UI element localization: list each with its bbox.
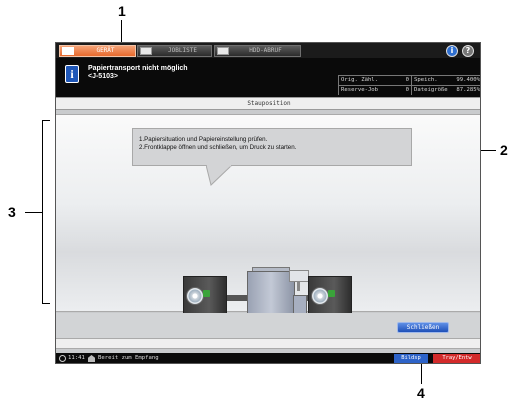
jam-indicator-right-icon — [328, 290, 335, 297]
callout-3-line — [25, 212, 42, 213]
device-icon — [62, 47, 74, 55]
hdd-icon — [217, 47, 229, 55]
receive-icon — [88, 355, 95, 362]
error-code: <J-5103> — [88, 73, 118, 80]
callout-3: 3 — [8, 204, 16, 220]
memory-value: 99.400% — [456, 77, 480, 83]
button-strip: Schließen — [56, 313, 480, 338]
reserve-job-label: Reserve-Job — [341, 87, 379, 93]
callout-3-bracket-bottom — [42, 303, 50, 304]
orig-count-value: 0 — [405, 77, 409, 83]
title-strip: Stauposition — [56, 97, 480, 110]
help-button[interactable]: ? — [462, 45, 474, 57]
reserve-job-value: 0 — [405, 87, 409, 93]
operation-panel-stem — [297, 281, 300, 291]
counter-table: Orig. Zähl. 0 Speich. 99.400% Reserve-Jo… — [338, 75, 480, 95]
receive-status: Bereit zum Empfang — [98, 355, 159, 361]
bottom-status-bar: 11:41 Bereit zum Empfang Bildsp Tray/Ent… — [56, 353, 480, 363]
tab-hdd-abruf[interactable]: HDD-ABRUF — [214, 45, 301, 57]
bubble-tail — [206, 165, 233, 186]
tab-jobliste-label: JOBLISTE — [168, 47, 197, 54]
page-title: Stauposition — [247, 100, 291, 107]
info-button[interactable]: i — [446, 45, 458, 57]
memory-label: Speich. — [414, 77, 438, 83]
callout-1: 1 — [118, 3, 126, 19]
instruction-step-2: 2.Frontklappe öffnen und schließen, um D… — [139, 144, 297, 151]
callout-3-bracket-vertical — [42, 120, 43, 304]
jam-position-area: 1.Papiersituation und Papiereinstellung … — [56, 114, 480, 328]
image-preview-button[interactable]: Bildsp — [394, 354, 428, 363]
connector-left — [227, 295, 248, 301]
file-size-value: 87.285% — [456, 87, 480, 93]
footer-strip — [56, 338, 480, 349]
clock-time: 11:41 — [68, 355, 85, 361]
tab-jobliste[interactable]: JOBLISTE — [137, 45, 212, 57]
job-list-icon — [140, 47, 152, 55]
callout-4: 4 — [417, 385, 425, 401]
status-bar: i Papiertransport nicht möglich <J-5103>… — [56, 58, 480, 97]
orig-count-label: Orig. Zähl. — [341, 77, 379, 83]
clock-icon — [59, 355, 66, 362]
instruction-step-1: 1.Papiersituation und Papiereinstellung … — [139, 136, 268, 143]
help-icon: ? — [465, 46, 471, 55]
tab-bar: GERÄT JOBLISTE HDD-ABRUF i ? — [56, 43, 480, 58]
paper-roll-right-icon — [311, 287, 329, 305]
callout-2: 2 — [500, 142, 508, 158]
tab-hdd-abruf-label: HDD-ABRUF — [249, 47, 282, 54]
error-message: Papiertransport nicht möglich — [88, 65, 188, 72]
jam-indicator-left-icon — [203, 290, 210, 297]
tray-button[interactable]: Tray/Entw — [433, 354, 480, 363]
close-button[interactable]: Schließen — [397, 322, 449, 333]
info-message-icon: i — [65, 65, 79, 83]
tab-geraet[interactable]: GERÄT — [59, 45, 136, 57]
instruction-bubble: 1.Papiersituation und Papiereinstellung … — [132, 128, 412, 166]
info-icon: i — [450, 46, 454, 55]
tab-geraet-label: GERÄT — [96, 47, 115, 54]
file-size-label: Dateigröße — [414, 87, 448, 93]
paper-roll-left-icon — [186, 287, 204, 305]
control-panel-screen: GERÄT JOBLISTE HDD-ABRUF i ? i Papiertra… — [55, 42, 481, 364]
callout-3-bracket-top — [42, 120, 50, 121]
